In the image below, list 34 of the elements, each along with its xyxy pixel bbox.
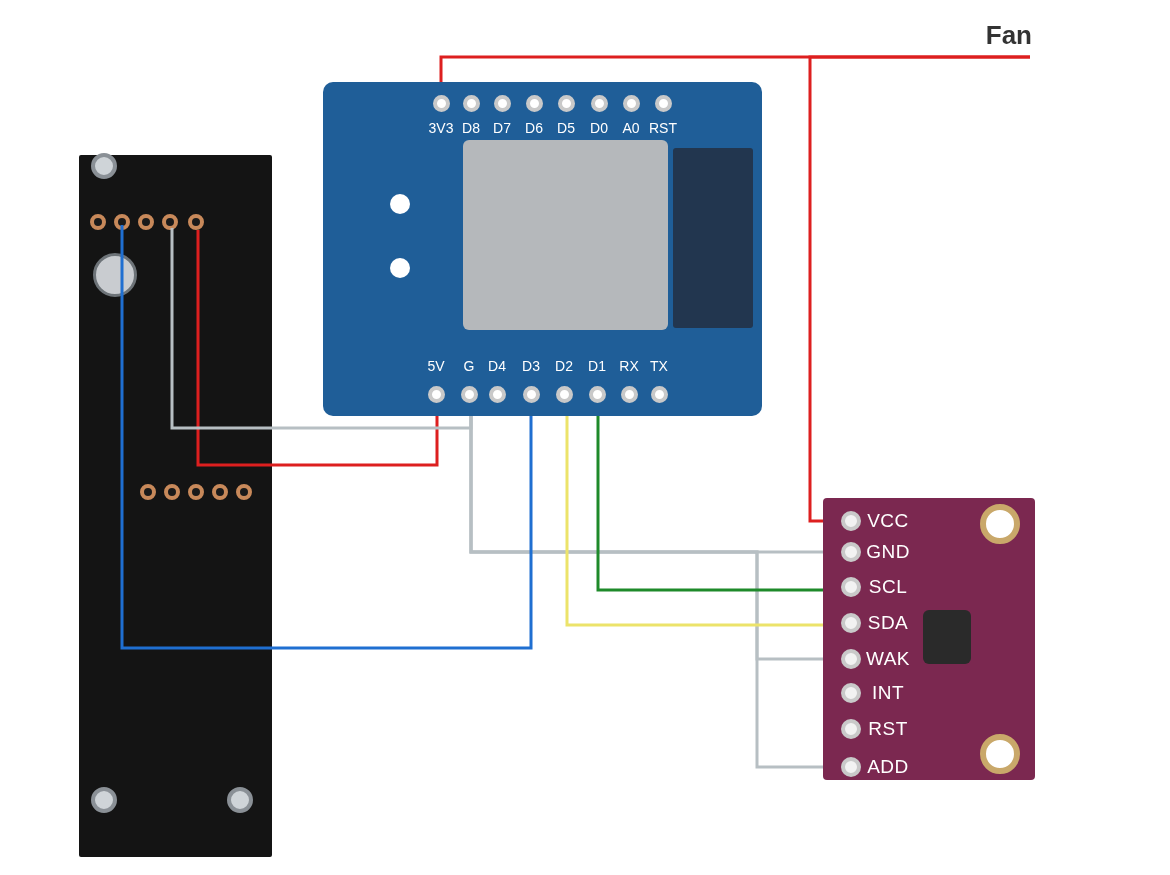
pin-label: SDA: [867, 612, 909, 634]
pin-label: RX: [619, 358, 639, 374]
pin-label: G: [463, 358, 475, 374]
pin-label: SCL: [868, 576, 908, 598]
wire: [120, 223, 533, 650]
microcontroller-board-photo: [323, 82, 762, 416]
pin-label: D0: [590, 120, 608, 136]
pin-label: D3: [522, 358, 540, 374]
pin-label: D2: [555, 358, 573, 374]
pin-label: D4: [488, 358, 506, 374]
pin-label: TX: [650, 358, 668, 374]
pin-label: D7: [493, 120, 511, 136]
pin-label: D1: [588, 358, 606, 374]
wire-label: Fan: [985, 20, 1032, 51]
pin-label: D5: [557, 120, 575, 136]
wire: [808, 55, 1032, 523]
pin-label: GND: [866, 541, 910, 563]
pin-label: INT: [871, 682, 905, 704]
pin-label: 5V: [427, 358, 445, 374]
sensor-board-photo: [823, 498, 1035, 780]
pin-label: WAK: [865, 648, 911, 670]
pin-label: VCC: [867, 510, 909, 532]
pin-label: A0: [622, 120, 640, 136]
pin-label: D6: [525, 120, 543, 136]
wire: [565, 416, 823, 627]
circuit-board-photo: [79, 155, 272, 857]
pin-label: D8: [462, 120, 480, 136]
pin-label: RST: [868, 718, 908, 740]
pin-label: 3V3: [428, 120, 454, 136]
pin-label: RST: [649, 120, 677, 136]
wire: [170, 226, 473, 430]
wire: [196, 228, 439, 467]
pin-label: ADD: [867, 756, 909, 778]
wire: [596, 416, 823, 592]
